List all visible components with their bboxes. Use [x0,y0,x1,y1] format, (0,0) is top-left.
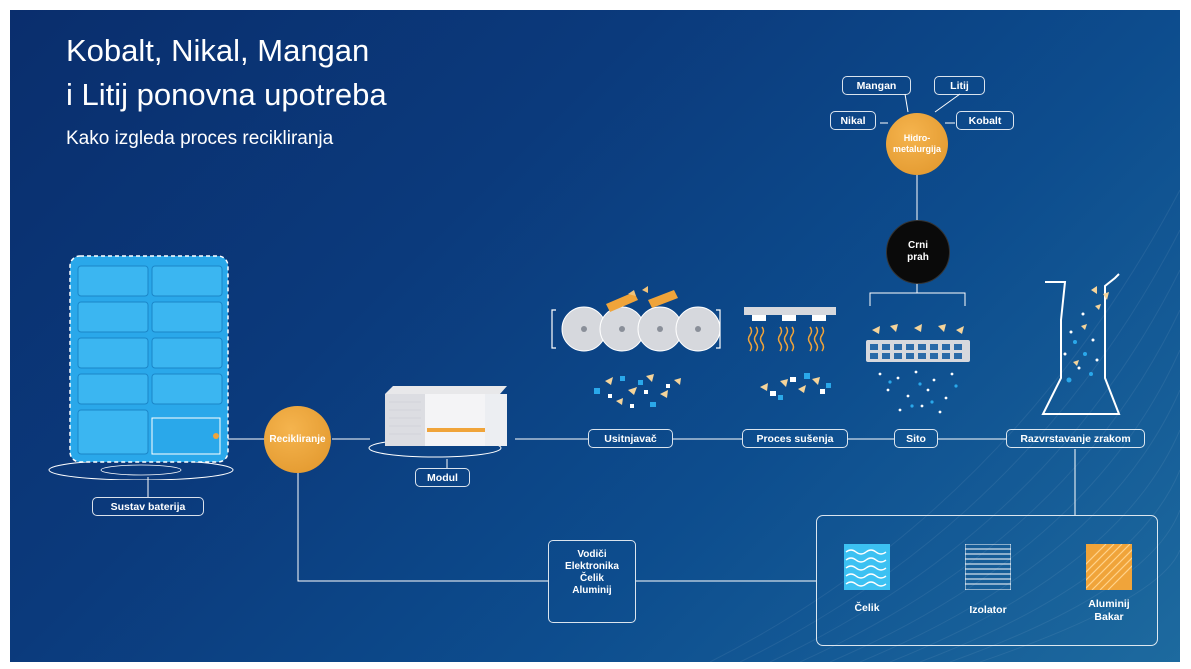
metal-nickel: Nikal [830,111,876,130]
black-powder-line-1: Crni [908,240,928,251]
output-aluminium-copper-label: Aluminij Bakar [1079,598,1139,624]
output-insulator-label: Izolator [969,604,1007,616]
title-line-1: Kobalt, Nikal, Mangan [66,33,370,68]
battery-pack-illustration [48,255,234,480]
shredder-step-label[interactable]: Usitnjavač [588,429,673,448]
component-steel: Čelik [580,573,604,584]
components-box: Vodiči Elektronika Čelik Aluminij [548,540,636,623]
hydrometallurgy-node: Hidro- metalurgija [886,113,948,175]
black-powder-node: Crni prah [886,220,950,284]
sieve-step-label[interactable]: Sito [894,429,938,448]
component-electronics: Elektronika [565,561,619,572]
hydrometallurgy-line-1: Hidro- [903,133,931,143]
module-illustration [368,386,507,458]
title-line-2: i Litij ponovna upotreba [66,77,387,112]
subtitle: Kako izgleda proces recikliranja [66,128,334,149]
output-steel-label: Čelik [854,602,880,614]
air-sorting-step-label[interactable]: Razvrstavanje zrakom [1006,429,1145,448]
module-label: Modul [415,468,470,487]
insulator-swatch [965,544,1011,590]
background-arcs [709,189,1180,662]
drying-step-label[interactable]: Proces sušenja [742,429,848,448]
steel-swatch [844,544,890,590]
output-copper: Bakar [1094,611,1124,623]
black-powder-line-2: prah [907,252,929,263]
aluminium-copper-swatch [1086,544,1132,590]
metal-manganese: Mangan [842,76,911,95]
output-materials-box [816,515,1158,646]
recycling-node: Recikliranje [264,406,331,473]
component-aluminium: Aluminij [572,585,612,596]
sieve-illustration [866,324,970,414]
metal-cobalt: Kobalt [956,111,1014,130]
metal-lithium: Litij [934,76,985,95]
battery-system-label: Sustav baterija [92,497,204,516]
hydrometallurgy-line-2: metalurgija [892,144,941,154]
component-conductors: Vodiči [577,549,607,560]
drying-illustration [744,307,836,400]
air-sorting-illustration [1041,273,1121,415]
infographic: Kobalt, Nikal, Mangan i Litij ponovna up… [10,10,1180,662]
output-aluminium: Aluminij [1088,598,1130,610]
shredder-illustration [551,286,721,408]
